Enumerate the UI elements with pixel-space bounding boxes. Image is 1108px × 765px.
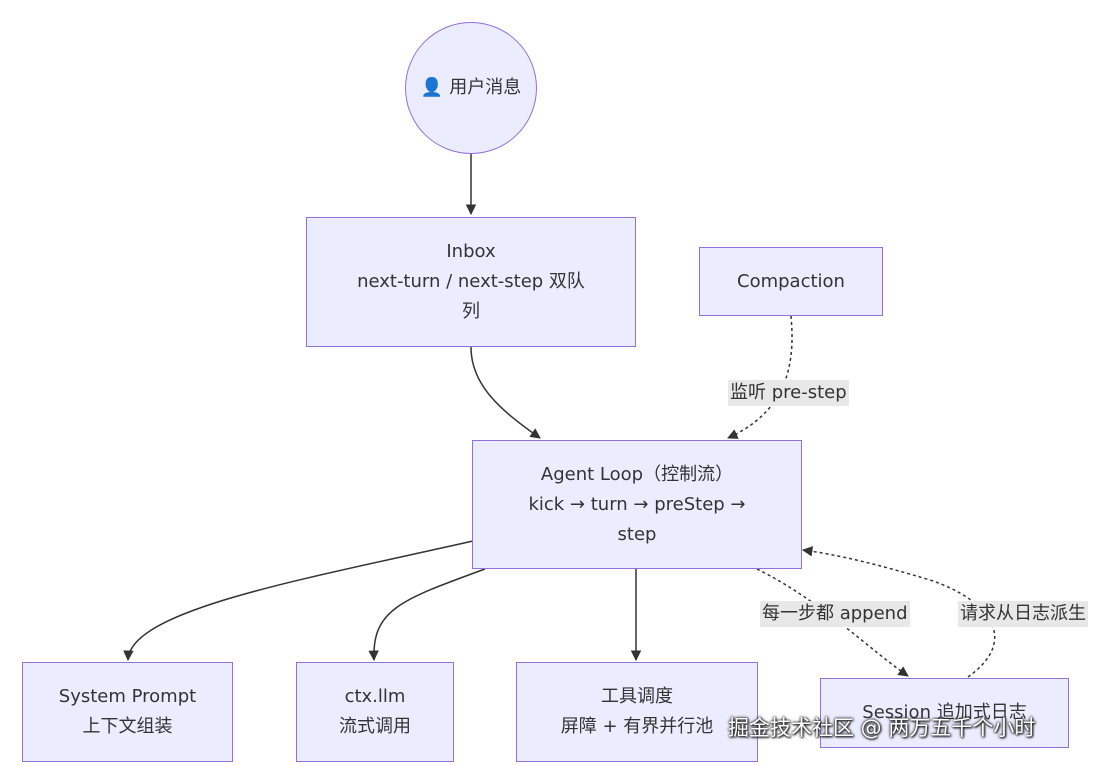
edge-loop-to-ctx-llm <box>368 568 486 662</box>
edge-loop-to-system-prompt <box>123 540 474 662</box>
edge-label-compaction: 监听 pre-step <box>728 380 849 406</box>
user-message-node: 👤 用户消息 <box>405 22 537 154</box>
user-message-label: 用户消息 <box>449 77 522 98</box>
agent-loop-line-3: step <box>617 523 657 545</box>
agent-loop-line-2: kick → turn → preStep → <box>528 493 746 515</box>
agent-loop-node: Agent Loop（控制流） kick → turn → preStep → … <box>472 440 802 569</box>
session-node: Session 追加式日志 <box>820 678 1069 748</box>
tool-dispatch-subtitle: 屏障 + 有界并行池 <box>560 716 714 737</box>
edge-compaction-to-loop <box>727 315 793 439</box>
inbox-line-2: next-turn / next-step 双队 <box>357 271 585 292</box>
inbox-node: Inbox next-turn / next-step 双队 列 <box>306 217 636 347</box>
edge-loop-to-session <box>756 568 909 677</box>
tool-dispatch-node: 工具调度 屏障 + 有界并行池 <box>516 662 758 762</box>
system-prompt-subtitle: 上下文组装 <box>82 716 173 737</box>
system-prompt-node: System Prompt 上下文组装 <box>22 662 233 762</box>
ctx-llm-node: ctx.llm 流式调用 <box>296 662 454 762</box>
compaction-node: Compaction <box>699 247 883 316</box>
edge-inbox-to-loop <box>470 346 541 439</box>
tool-dispatch-title: 工具调度 <box>601 686 673 707</box>
agent-loop-title: Agent Loop（控制流） <box>540 463 734 485</box>
watermark: 掘金技术社区 @ 两万五千个小时 <box>728 716 1036 740</box>
system-prompt-title: System Prompt <box>58 686 197 707</box>
ctx-llm-subtitle: 流式调用 <box>339 716 411 737</box>
edge-label-append: 每一步都 append <box>760 601 910 627</box>
inbox-line-3: 列 <box>462 301 480 322</box>
session-label: Session 追加式日志 <box>862 702 1027 723</box>
edge-label-derive: 请求从日志派生 <box>958 601 1088 627</box>
ctx-llm-title: ctx.llm <box>344 686 406 707</box>
person-icon: 👤 <box>420 77 444 98</box>
compaction-label: Compaction <box>737 270 845 292</box>
inbox-title: Inbox <box>446 241 496 262</box>
